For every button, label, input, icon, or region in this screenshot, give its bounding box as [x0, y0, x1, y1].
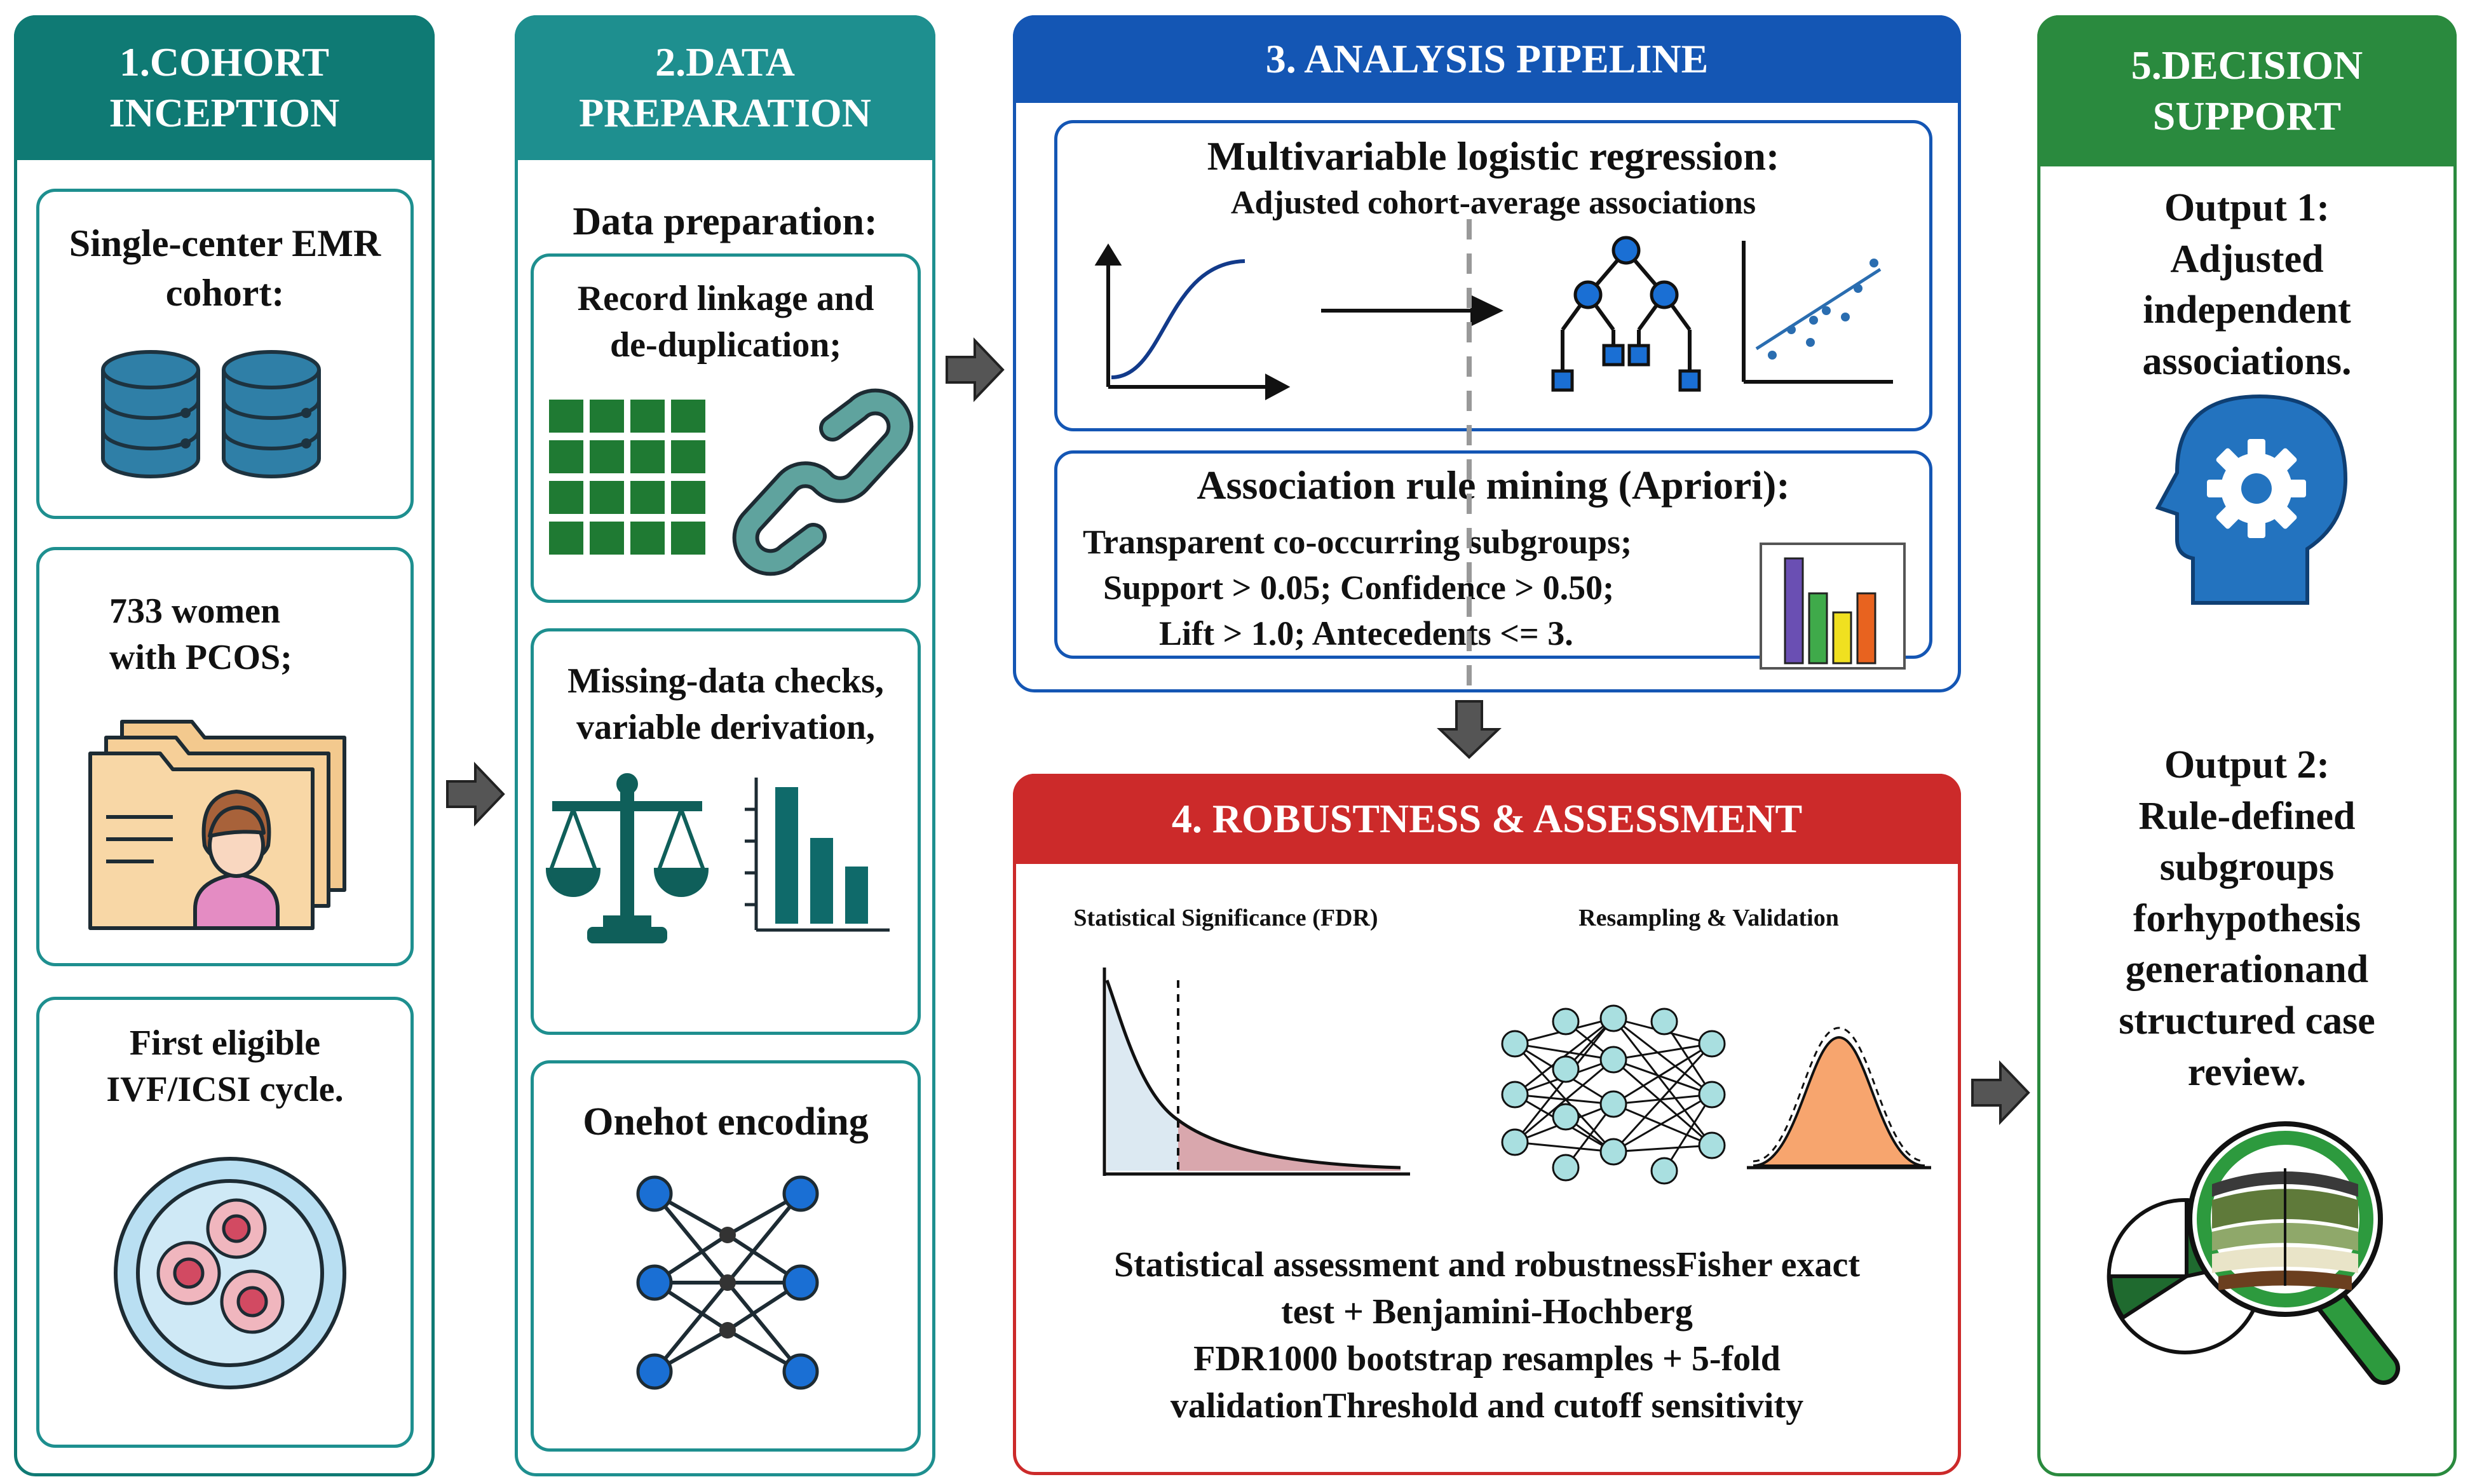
fdr-distribution-icon — [1103, 968, 1410, 1176]
data-preparation-panel: 2.DATA PREPARATION Data preparation: Rec… — [515, 15, 935, 1476]
output-1-text: Output 1: Adjusted independent associati… — [2142, 186, 2352, 383]
robustness-line-3: FDR1000 bootstrap resamples + 5-fold — [1193, 1339, 1781, 1379]
logistic-regression-title: Multivariable logistic regression: — [1207, 133, 1780, 179]
decision-support-title: 5.DECISION SUPPORT — [2131, 43, 2363, 138]
logistic-regression-subtitle: Adjusted cohort-average associations — [1230, 185, 1756, 221]
logistic-regression-box: Multivariable logistic regression: Adjus… — [1054, 120, 1932, 431]
record-linkage-card: Record linkage and de-duplication; — [531, 253, 921, 603]
bell-curve-icon — [1747, 1027, 1931, 1170]
analysis-pipeline-panel: 3. ANALYSIS PIPELINE Multivariable logis… — [1013, 15, 1961, 692]
cohort-inception-title: 1.COHORT INCEPTION — [109, 39, 340, 135]
arrow-4-to-5-icon — [1971, 1060, 2030, 1125]
onehot-encoding-text: Onehot encoding — [583, 1100, 869, 1143]
fdr-label: Statistical Significance (FDR) — [1073, 905, 1378, 931]
cohort-inception-panel: 1.COHORT INCEPTION Single-center EMR coh… — [14, 15, 435, 1476]
head-gear-icon — [2155, 394, 2348, 605]
analysis-pipeline-title: 3. ANALYSIS PIPELINE — [1265, 36, 1709, 81]
data-preparation-header: 2.DATA PREPARATION — [515, 15, 935, 160]
decision-tree-icon — [1551, 236, 1701, 392]
database-icon — [101, 350, 321, 478]
robustness-line-2: test + Benjamini-Hochberg — [1281, 1292, 1693, 1332]
ivf-cycle-text: First eligible IVF/ICSI cycle. — [106, 1023, 344, 1109]
association-rule-box: Association rule mining (Apriori): Trans… — [1054, 450, 1932, 670]
petri-dish-icon — [114, 1157, 346, 1389]
robustness-assessment-header: 4. ROBUSTNESS & ASSESSMENT — [1013, 774, 1961, 864]
missing-data-text: Missing-data checks, variable derivation… — [567, 661, 884, 747]
color-bar-chart-icon — [1760, 543, 1906, 670]
grid-table-icon — [549, 400, 705, 555]
data-preparation-title: 2.DATA PREPARATION — [579, 39, 871, 135]
analysis-pipeline-header: 3. ANALYSIS PIPELINE — [1013, 15, 1961, 103]
arrow-3-to-4-icon — [1437, 700, 1502, 759]
scatter-plot-icon — [1742, 241, 1893, 384]
emr-cohort-card: Single-center EMR cohort: — [36, 189, 414, 519]
output-2-text: Output 2: Rule-defined subgroups forhypo… — [2119, 743, 2375, 1094]
arrow-1-to-2-icon — [446, 762, 505, 826]
missing-data-card: Missing-data checks, variable derivation… — [531, 628, 921, 1035]
onehot-encoding-card: Onehot encoding — [531, 1060, 921, 1452]
bar-chart-icon — [745, 778, 890, 932]
decision-support-header: 5.DECISION SUPPORT — [2037, 15, 2457, 166]
right-arrow-icon — [1321, 295, 1503, 327]
pcos-women-card: 733 women with PCOS; — [36, 547, 414, 966]
chain-link-icon — [732, 388, 914, 576]
robustness-assessment-panel: 4. ROBUSTNESS & ASSESSMENT Statistical S… — [1013, 774, 1961, 1475]
sigmoid-curve-icon — [1094, 243, 1291, 400]
ivf-cycle-card: First eligible IVF/ICSI cycle. — [36, 997, 414, 1448]
association-rule-line-3: Lift > 1.0; Antecedents <= 3. — [1159, 614, 1573, 652]
association-rule-title: Association rule mining (Apriori): — [1197, 462, 1790, 508]
emr-cohort-text: Single-center EMR cohort: — [69, 222, 381, 314]
network-icon — [636, 1175, 819, 1390]
neural-network-icon — [1501, 1004, 1726, 1185]
decision-support-panel: 5.DECISION SUPPORT Output 1: Adjusted in… — [2037, 15, 2457, 1476]
association-rule-line-2: Support > 0.05; Confidence > 0.50; — [1103, 569, 1615, 607]
record-linkage-text: Record linkage and de-duplication; — [577, 279, 874, 365]
magnifier-pie-icon — [2107, 1121, 2400, 1385]
data-preparation-subtitle: Data preparation: — [573, 200, 878, 243]
patient-folder-icon — [88, 720, 346, 930]
robustness-line-4: validationThreshold and cutoff sensitivi… — [1170, 1386, 1804, 1426]
arrow-2-to-3-icon — [946, 337, 1005, 402]
robustness-line-1: Statistical assessment and robustnessFis… — [1114, 1245, 1860, 1285]
robustness-assessment-title: 4. ROBUSTNESS & ASSESSMENT — [1171, 796, 1803, 841]
association-rule-line-1: Transparent co-occurring subgroups; — [1083, 523, 1632, 561]
balance-scale-icon — [545, 773, 709, 943]
cohort-inception-header: 1.COHORT INCEPTION — [14, 15, 435, 160]
resampling-label: Resampling & Validation — [1578, 905, 1839, 931]
pcos-women-text: 733 women with PCOS; — [109, 591, 292, 677]
